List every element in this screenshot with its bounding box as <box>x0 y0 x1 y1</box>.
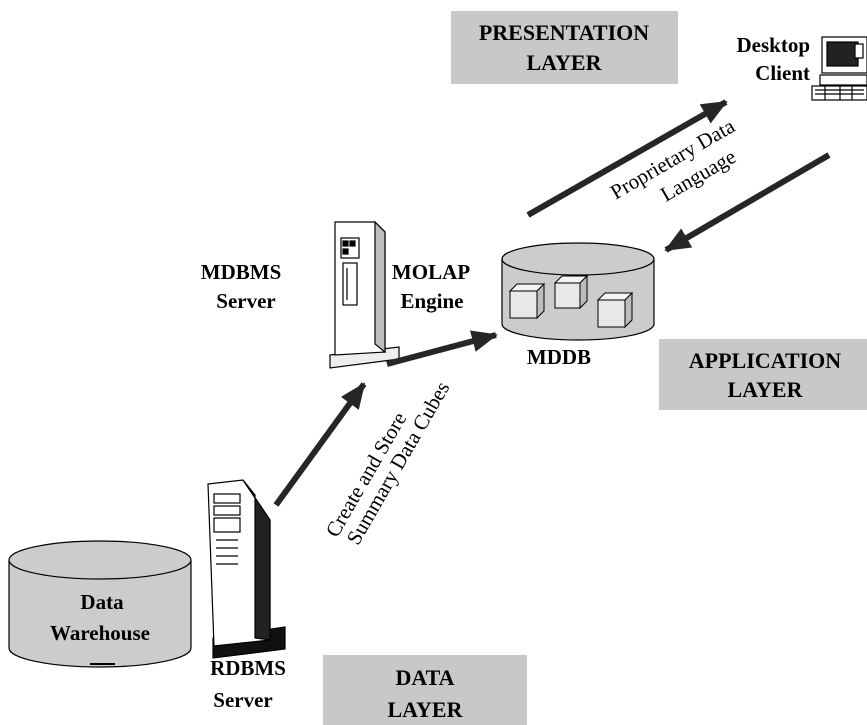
data-warehouse-label-line2: Warehouse <box>50 621 150 645</box>
data-layer-line2: LAYER <box>388 697 464 722</box>
rdbms-server-tower-icon <box>207 479 286 659</box>
application-layer-line2: LAYER <box>728 377 804 402</box>
data-layer-box: DATA LAYER <box>323 655 527 725</box>
mddb-label: MDDB <box>527 345 591 369</box>
rdbms-server-label-line2: Server <box>213 688 272 712</box>
presentation-layer-box: PRESENTATION LAYER <box>451 11 678 84</box>
data-warehouse-label-line1: Data <box>80 590 124 614</box>
presentation-layer-line1: PRESENTATION <box>479 20 649 45</box>
molap-engine-label-line2: Engine <box>400 289 463 313</box>
arrow-mddb-to-client <box>526 99 728 218</box>
mdbms-server-label-line2: Server <box>216 289 275 313</box>
molap-engine-label-line1: MOLAP <box>392 260 470 284</box>
arrow-client-to-mddb <box>664 152 831 253</box>
mdbms-server-tower-icon <box>329 220 400 369</box>
data-cube-icon <box>596 291 634 329</box>
data-warehouse-cylinder <box>8 540 192 668</box>
data-cube-icon <box>508 282 546 320</box>
application-layer-box: APPLICATION LAYER <box>659 339 867 410</box>
desktop-computer-icon <box>811 36 867 101</box>
desktop-client-label-line2: Client <box>755 61 810 85</box>
application-layer-line1: APPLICATION <box>689 348 841 373</box>
mdbms-server-label-line1: MDBMS <box>201 260 282 284</box>
presentation-layer-line2: LAYER <box>527 50 603 75</box>
data-cube-icon <box>553 274 589 310</box>
create-store-summary-cubes-label: Create and Store Summary Data Cubes <box>321 377 455 549</box>
desktop-client-label-line1: Desktop <box>736 33 810 57</box>
arrow-molap-to-mddb <box>386 330 498 367</box>
data-layer-line1: DATA <box>395 665 454 690</box>
arrow-rdbms-to-mdbms <box>273 382 367 507</box>
rdbms-server-label-line1: RDBMS <box>210 656 286 680</box>
